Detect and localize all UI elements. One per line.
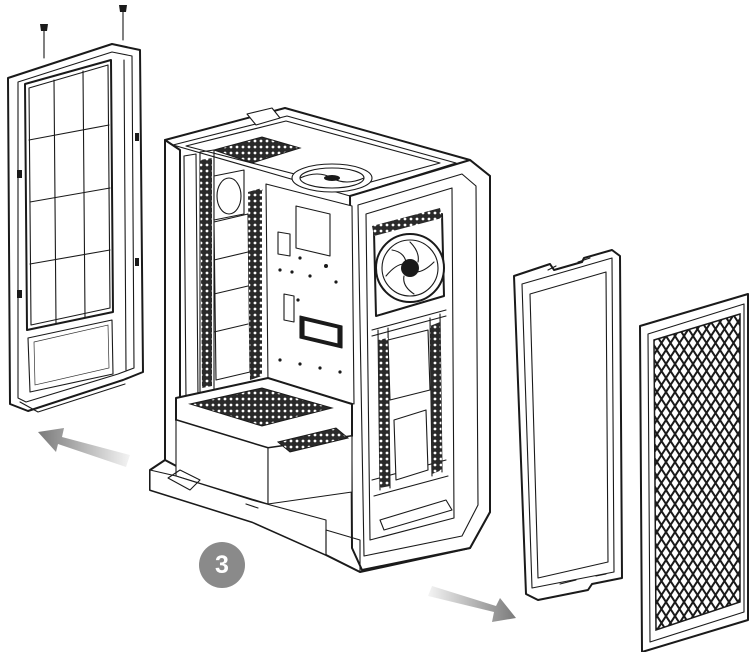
- right-solid-side-panel: [513, 249, 623, 601]
- step-badge: 3: [199, 542, 245, 588]
- rear-fan-icon: [213, 169, 245, 221]
- front-fan-icon: [372, 208, 445, 317]
- remove-left-panel-arrow: [38, 428, 130, 467]
- remove-right-panel-arrow: [428, 586, 516, 622]
- pc-case-body: [149, 107, 491, 573]
- top-fan-icon: [291, 163, 373, 193]
- screw-right-icon: [119, 5, 127, 41]
- mesh-front-panel: [639, 293, 749, 652]
- screw-left-icon: [40, 24, 48, 59]
- step-number: 3: [215, 550, 229, 579]
- left-glass-side-panel: [7, 43, 144, 413]
